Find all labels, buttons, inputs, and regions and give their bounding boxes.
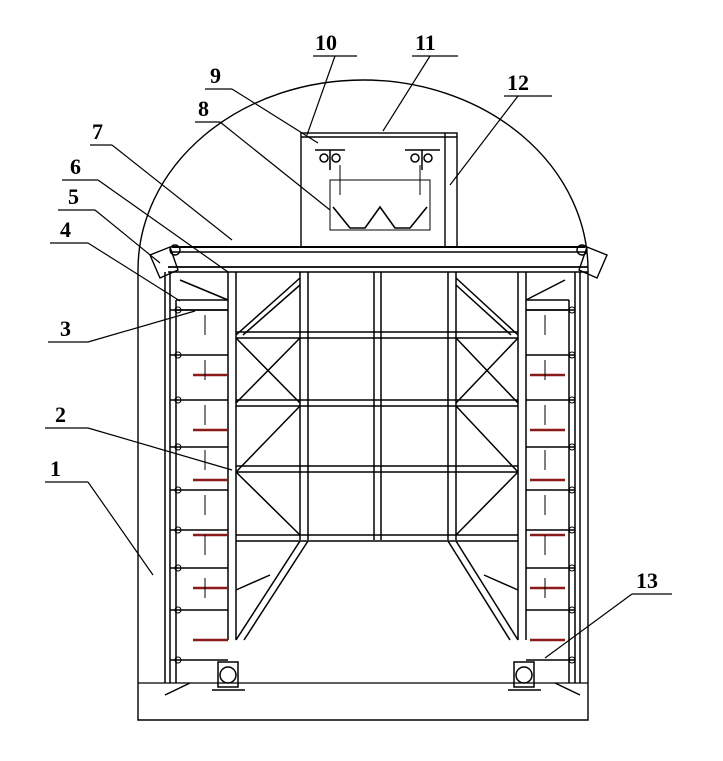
jack-bolt bbox=[174, 606, 182, 614]
side-screw-jacks-right bbox=[526, 306, 576, 664]
callout-13: 13 bbox=[636, 568, 658, 593]
jack-bolt bbox=[174, 526, 182, 534]
jack-bolt bbox=[568, 656, 576, 664]
jack-bolt bbox=[568, 526, 576, 534]
callout-8: 8 bbox=[198, 96, 209, 121]
jack-bolt bbox=[568, 606, 576, 614]
callout-1: 1 bbox=[50, 456, 61, 481]
jack-bolt bbox=[568, 396, 576, 404]
jack-bolt bbox=[174, 306, 182, 314]
jack-bolt bbox=[174, 656, 182, 664]
hopper-feeder-right bbox=[405, 149, 440, 170]
tunnel-lining bbox=[137, 79, 589, 721]
callout-12: 12 bbox=[507, 70, 529, 95]
arch-formwork bbox=[149, 244, 608, 279]
top-distribution-frame bbox=[300, 132, 458, 248]
jack-bolt bbox=[174, 486, 182, 494]
callout-11: 11 bbox=[415, 30, 436, 55]
callout-3: 3 bbox=[60, 316, 71, 341]
callout-7: 7 bbox=[92, 119, 103, 144]
jack-bolt bbox=[174, 443, 182, 451]
jack-bolt bbox=[174, 564, 182, 572]
side-formwork-right bbox=[525, 272, 581, 696]
walking-mechanism-right bbox=[508, 661, 541, 691]
walking-mechanism-left bbox=[212, 661, 245, 691]
jack-bolt bbox=[174, 351, 182, 359]
jack-bolt bbox=[568, 443, 576, 451]
jack-bolt bbox=[568, 486, 576, 494]
side-formwork-left bbox=[164, 272, 229, 696]
callout-6: 6 bbox=[70, 154, 81, 179]
jack-bolt bbox=[174, 396, 182, 404]
callout-9: 9 bbox=[210, 63, 221, 88]
jack-bolt bbox=[568, 351, 576, 359]
callout-10: 10 bbox=[315, 30, 337, 55]
gantry-frame bbox=[227, 272, 527, 641]
callout-labels: 1 2 3 4 5 6 7 8 9 10 11 12 13 bbox=[50, 30, 658, 593]
hopper-feeder-left bbox=[315, 149, 345, 170]
callout-5: 5 bbox=[68, 184, 79, 209]
callout-4: 4 bbox=[60, 217, 71, 242]
jack-bolt bbox=[568, 564, 576, 572]
callout-2: 2 bbox=[55, 402, 66, 427]
jack-bolt bbox=[568, 306, 576, 314]
side-screw-jacks-left bbox=[170, 306, 228, 664]
leader-lines bbox=[45, 55, 672, 659]
